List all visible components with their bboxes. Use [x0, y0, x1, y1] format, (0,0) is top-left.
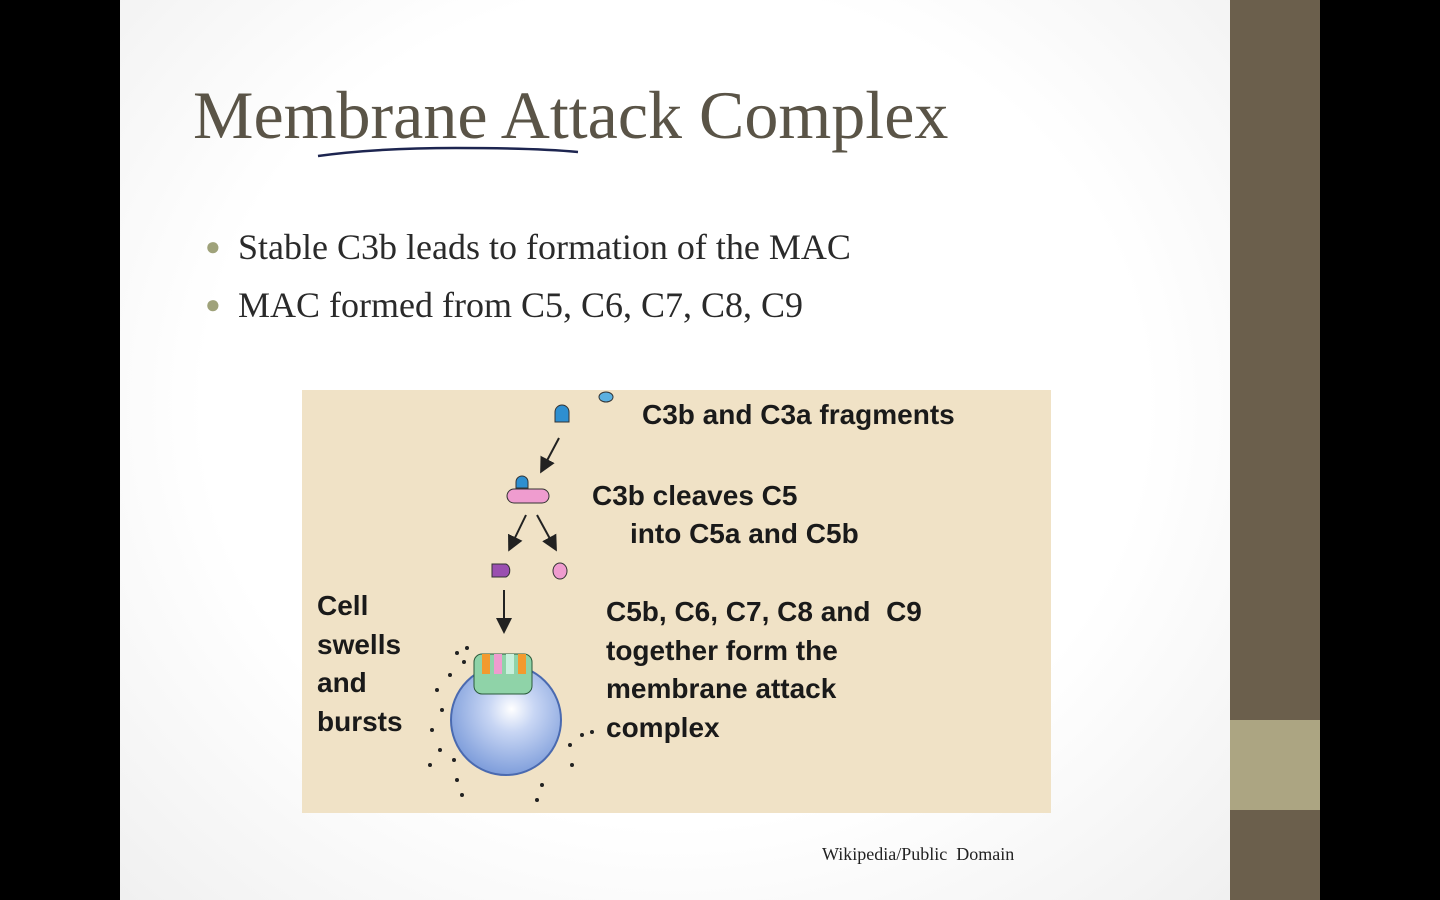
arrow-icon: [540, 437, 560, 474]
label-cell-bursts: Cell swells and bursts: [317, 587, 403, 741]
slide-sidebar-decoration: [1230, 0, 1320, 900]
label-into-c5a-c5b: into C5a and C5b: [630, 518, 859, 549]
bullet-icon: ●: [205, 232, 221, 261]
label-line: swells: [317, 628, 402, 660]
bursting-cell-icon: [428, 646, 594, 802]
image-credit: Wikipedia/Public Domain: [822, 844, 1015, 864]
c5b-fragment-icon: [491, 563, 511, 578]
label-line: membrane attack: [606, 673, 837, 704]
label-line: complex: [606, 711, 720, 743]
mac-illustration: [428, 391, 614, 802]
slide-title: Membrane Attack Complex: [193, 77, 949, 153]
label-line: and: [317, 667, 367, 698]
label-c3b-c3a-fragments: C3b and C3a fragments: [642, 399, 955, 430]
label-c3b-cleaves-c5: C3b cleaves C5: [592, 480, 798, 511]
bullet-text: MAC formed from C5, C6, C7, C8, C9: [238, 285, 804, 325]
sidebar-accent-block: [1230, 720, 1320, 810]
arrow-icon: [536, 514, 557, 552]
c5a-fragment-icon: [552, 562, 568, 580]
c3b-fragment-icon: [554, 404, 570, 423]
bullet-list: ● Stable C3b leads to formation of the MA…: [205, 218, 851, 334]
c3a-fragment-icon: [598, 391, 614, 403]
arrow-icon: [508, 514, 527, 552]
bullet-item: ● Stable C3b leads to formation of the MA…: [205, 218, 851, 276]
c3b-c5-complex-icon: [506, 475, 550, 504]
label-mac-formation: C5b, C6, C7, C8 and C9 together form the…: [606, 593, 922, 747]
label-line: C5b, C6, C7, C8 and C9: [606, 596, 922, 627]
ink-underline-annotation: [317, 146, 579, 158]
bullet-icon: ●: [205, 290, 221, 319]
label-line: together form the: [606, 634, 838, 666]
label-line: bursts: [317, 705, 403, 737]
mac-diagram: C3b and C3a fragments C3b cleaves C5 int…: [302, 390, 1051, 813]
bullet-item: ● MAC formed from C5, C6, C7, C8, C9: [205, 276, 851, 334]
label-line: Cell: [317, 590, 369, 621]
bullet-text: Stable C3b leads to formation of the MAC: [238, 227, 851, 267]
